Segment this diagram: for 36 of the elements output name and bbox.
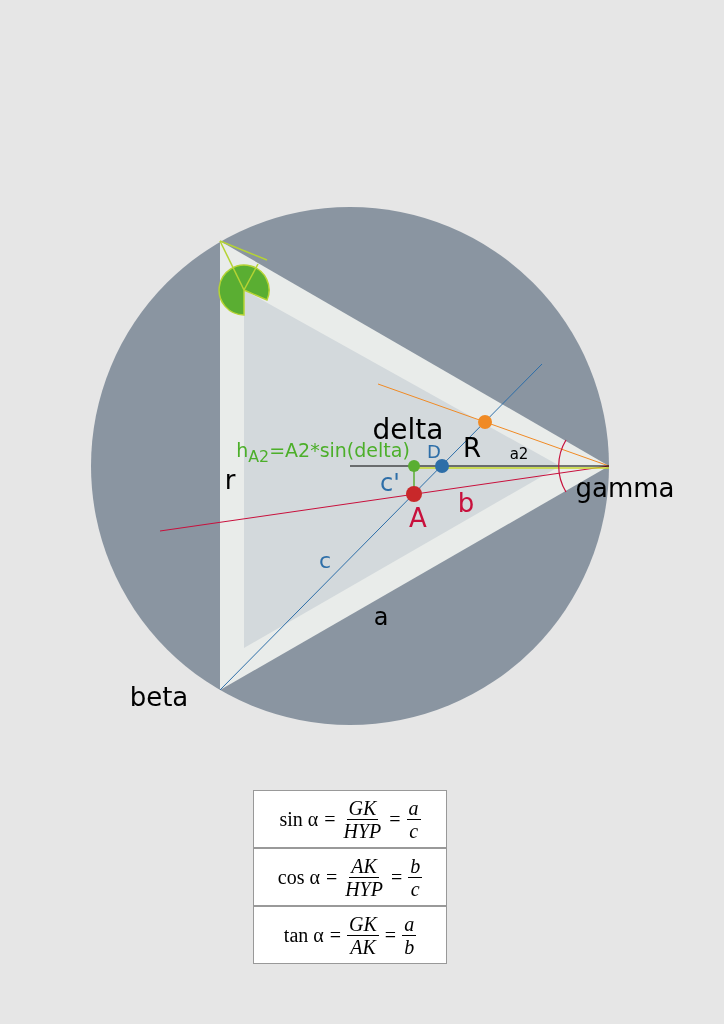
numerator: GK bbox=[346, 796, 379, 820]
function-name: cos α bbox=[277, 865, 320, 889]
function-name: tan α bbox=[283, 923, 324, 947]
angle-label: gamma bbox=[575, 475, 675, 501]
denominator: AK bbox=[348, 935, 378, 958]
side-label: a bbox=[373, 605, 389, 629]
formula-cell bbox=[253, 906, 447, 964]
side-label: b bbox=[457, 490, 475, 516]
numerator: GK bbox=[347, 912, 379, 936]
side-label: a2 bbox=[509, 446, 529, 462]
numerator: a bbox=[406, 796, 421, 820]
side-label: c bbox=[318, 550, 332, 572]
denominator: HYP bbox=[342, 819, 383, 842]
point-label: R bbox=[462, 435, 482, 461]
denominator: c bbox=[409, 877, 421, 900]
equals-sign: = bbox=[384, 923, 397, 947]
side-label: r bbox=[224, 467, 236, 493]
numerator: b bbox=[408, 854, 423, 878]
numerator: AK bbox=[349, 854, 379, 878]
denominator: b bbox=[403, 935, 416, 958]
equals-sign: = bbox=[390, 865, 403, 889]
equals-sign: = bbox=[329, 923, 342, 947]
point-label: A bbox=[409, 505, 427, 531]
formula-label: h$_{A2}$=A2*sin(delta) bbox=[236, 441, 410, 465]
formula-cell bbox=[253, 848, 447, 906]
side-label: c' bbox=[380, 471, 400, 495]
equals-sign: = bbox=[389, 807, 401, 831]
equals-sign: = bbox=[324, 807, 336, 831]
function-name: sin α bbox=[279, 807, 319, 831]
numerator: a bbox=[402, 912, 417, 936]
denominator: HYP bbox=[344, 877, 384, 900]
equals-sign: = bbox=[325, 865, 338, 889]
denominator: c bbox=[408, 819, 420, 842]
point-label: D bbox=[427, 443, 441, 461]
angle-label: beta bbox=[129, 684, 189, 710]
formula-cell bbox=[253, 790, 447, 848]
